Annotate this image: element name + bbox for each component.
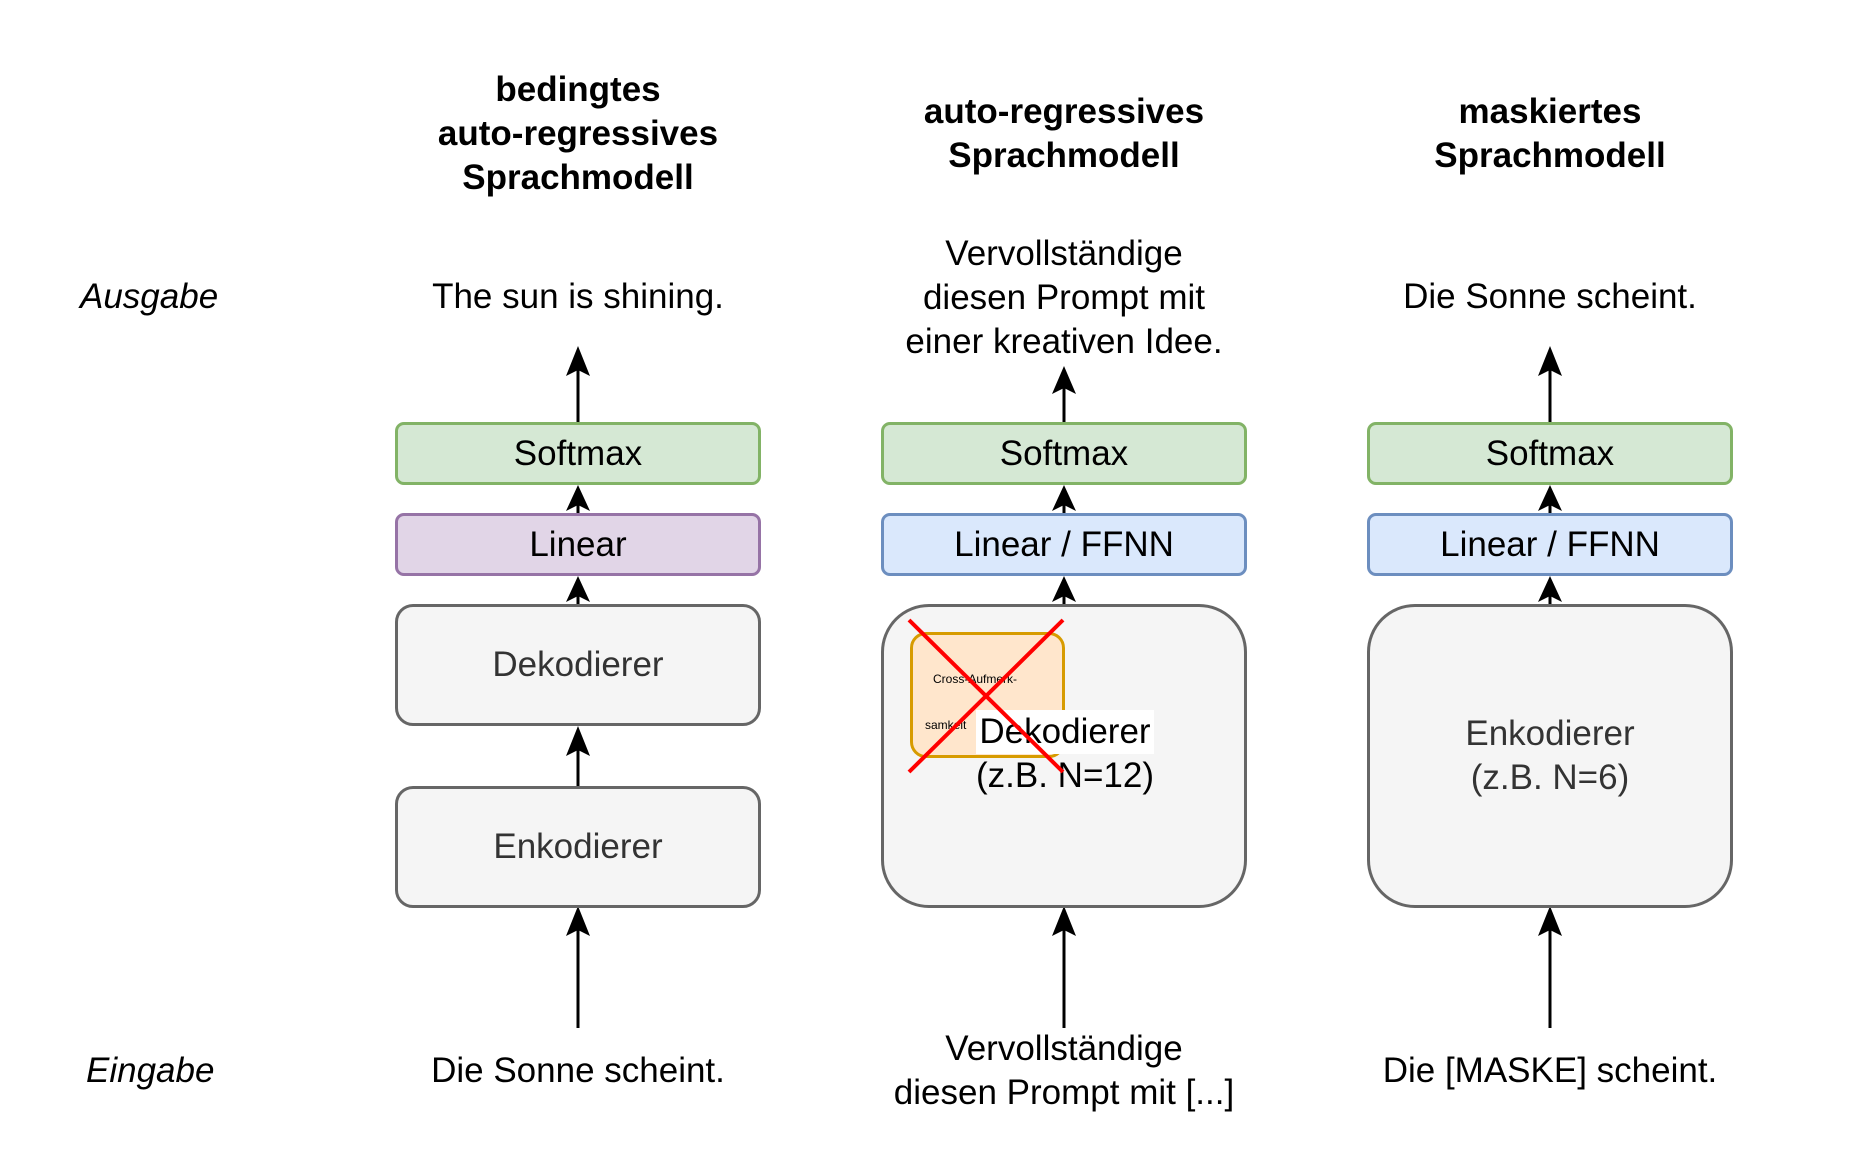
col3-input: Die [MASKE] scheint.	[1320, 1049, 1780, 1093]
col2-output-line: einer kreativen Idee.	[905, 322, 1223, 361]
col2-decoder-label-line: Dekodierer	[976, 710, 1154, 754]
col2-output-line: Vervollständige	[945, 234, 1183, 273]
col3-linear-box: Linear / FFNN	[1367, 513, 1733, 576]
col3-input-line: Die [MASKE] scheint.	[1382, 1051, 1718, 1090]
col3-encoder-box: Enkodierer (z.B. N=6)	[1367, 604, 1733, 908]
arrow-col2-linear-to-softmax-head	[1052, 485, 1076, 511]
col3-encoder-label-line: Enkodierer	[1465, 714, 1635, 753]
cross-attention-label-2: samkeit	[925, 718, 967, 732]
col1-output-line: The sun is shining.	[432, 277, 724, 316]
col2-input: Vervollständige diesen Prompt mit [...]	[834, 1027, 1294, 1115]
col1-input: Die Sonne scheint.	[348, 1049, 808, 1093]
col2-decoder-label-line: (z.B. N=12)	[976, 756, 1154, 795]
col3-title: maskiertes Sprachmodell	[1320, 90, 1780, 178]
col1-title-line: Sprachmodell	[462, 158, 694, 197]
col1-decoder-box: Dekodierer	[395, 604, 761, 726]
col3-output: Die Sonne scheint.	[1320, 275, 1780, 319]
col3-output-line: Die Sonne scheint.	[1403, 277, 1697, 316]
col1-title: bedingtes auto-regressives Sprachmodell	[348, 68, 808, 200]
col2-input-line: diesen Prompt mit [...]	[893, 1073, 1235, 1112]
arrow-col1-softmax-to-output-head	[566, 346, 590, 376]
col2-input-line: Vervollständige	[945, 1029, 1183, 1068]
col2-title-line: Sprachmodell	[948, 136, 1180, 175]
arrow-col1-input-to-encoder-head	[566, 906, 590, 936]
col2-title: auto-regressives Sprachmodell	[834, 90, 1294, 178]
col1-output: The sun is shining.	[348, 275, 808, 319]
col1-input-line: Die Sonne scheint.	[431, 1051, 725, 1090]
col2-output: Vervollständige diesen Prompt mit einer …	[834, 232, 1294, 364]
col2-linear-box: Linear / FFNN	[881, 513, 1247, 576]
arrow-col1-decoder-to-linear-head	[566, 576, 590, 602]
col2-title-line: auto-regressives	[923, 92, 1205, 131]
col2-softmax-box: Softmax	[881, 422, 1247, 485]
col3-softmax-box: Softmax	[1367, 422, 1733, 485]
col2-output-line: diesen Prompt mit	[922, 278, 1206, 317]
arrow-col2-softmax-to-output-head	[1052, 366, 1076, 394]
arrow-col2-decoder-to-linear-head	[1052, 576, 1076, 602]
col3-title-line: maskiertes	[1458, 92, 1642, 131]
arrow-col3-input-to-encoder-head	[1538, 906, 1562, 936]
col3-encoder-label-line: (z.B. N=6)	[1470, 758, 1630, 797]
cross-attention-label-1: Cross-Aufmerk-	[933, 672, 1018, 686]
col2-decoder-label: Dekodierer (z.B. N=12)	[966, 710, 1164, 806]
col1-softmax-box: Softmax	[395, 422, 761, 485]
col3-title-line: Sprachmodell	[1434, 136, 1666, 175]
col1-encoder-box: Enkodierer	[395, 786, 761, 908]
row-label-input: Eingabe	[86, 1051, 215, 1090]
arrow-col1-linear-to-softmax-head	[566, 485, 590, 511]
arrow-col3-softmax-to-output-head	[1538, 346, 1562, 376]
row-label-output: Ausgabe	[80, 277, 219, 316]
arrow-col3-encoder-to-linear-head	[1538, 576, 1562, 602]
arrow-col3-linear-to-softmax-head	[1538, 485, 1562, 511]
arrow-col2-input-to-decoder-head	[1052, 906, 1076, 936]
col1-linear-box: Linear	[395, 513, 761, 576]
col1-title-line: auto-regressives	[437, 114, 719, 153]
col1-title-line: bedingtes	[495, 70, 661, 109]
arrow-col1-encoder-to-decoder-head	[566, 726, 590, 756]
